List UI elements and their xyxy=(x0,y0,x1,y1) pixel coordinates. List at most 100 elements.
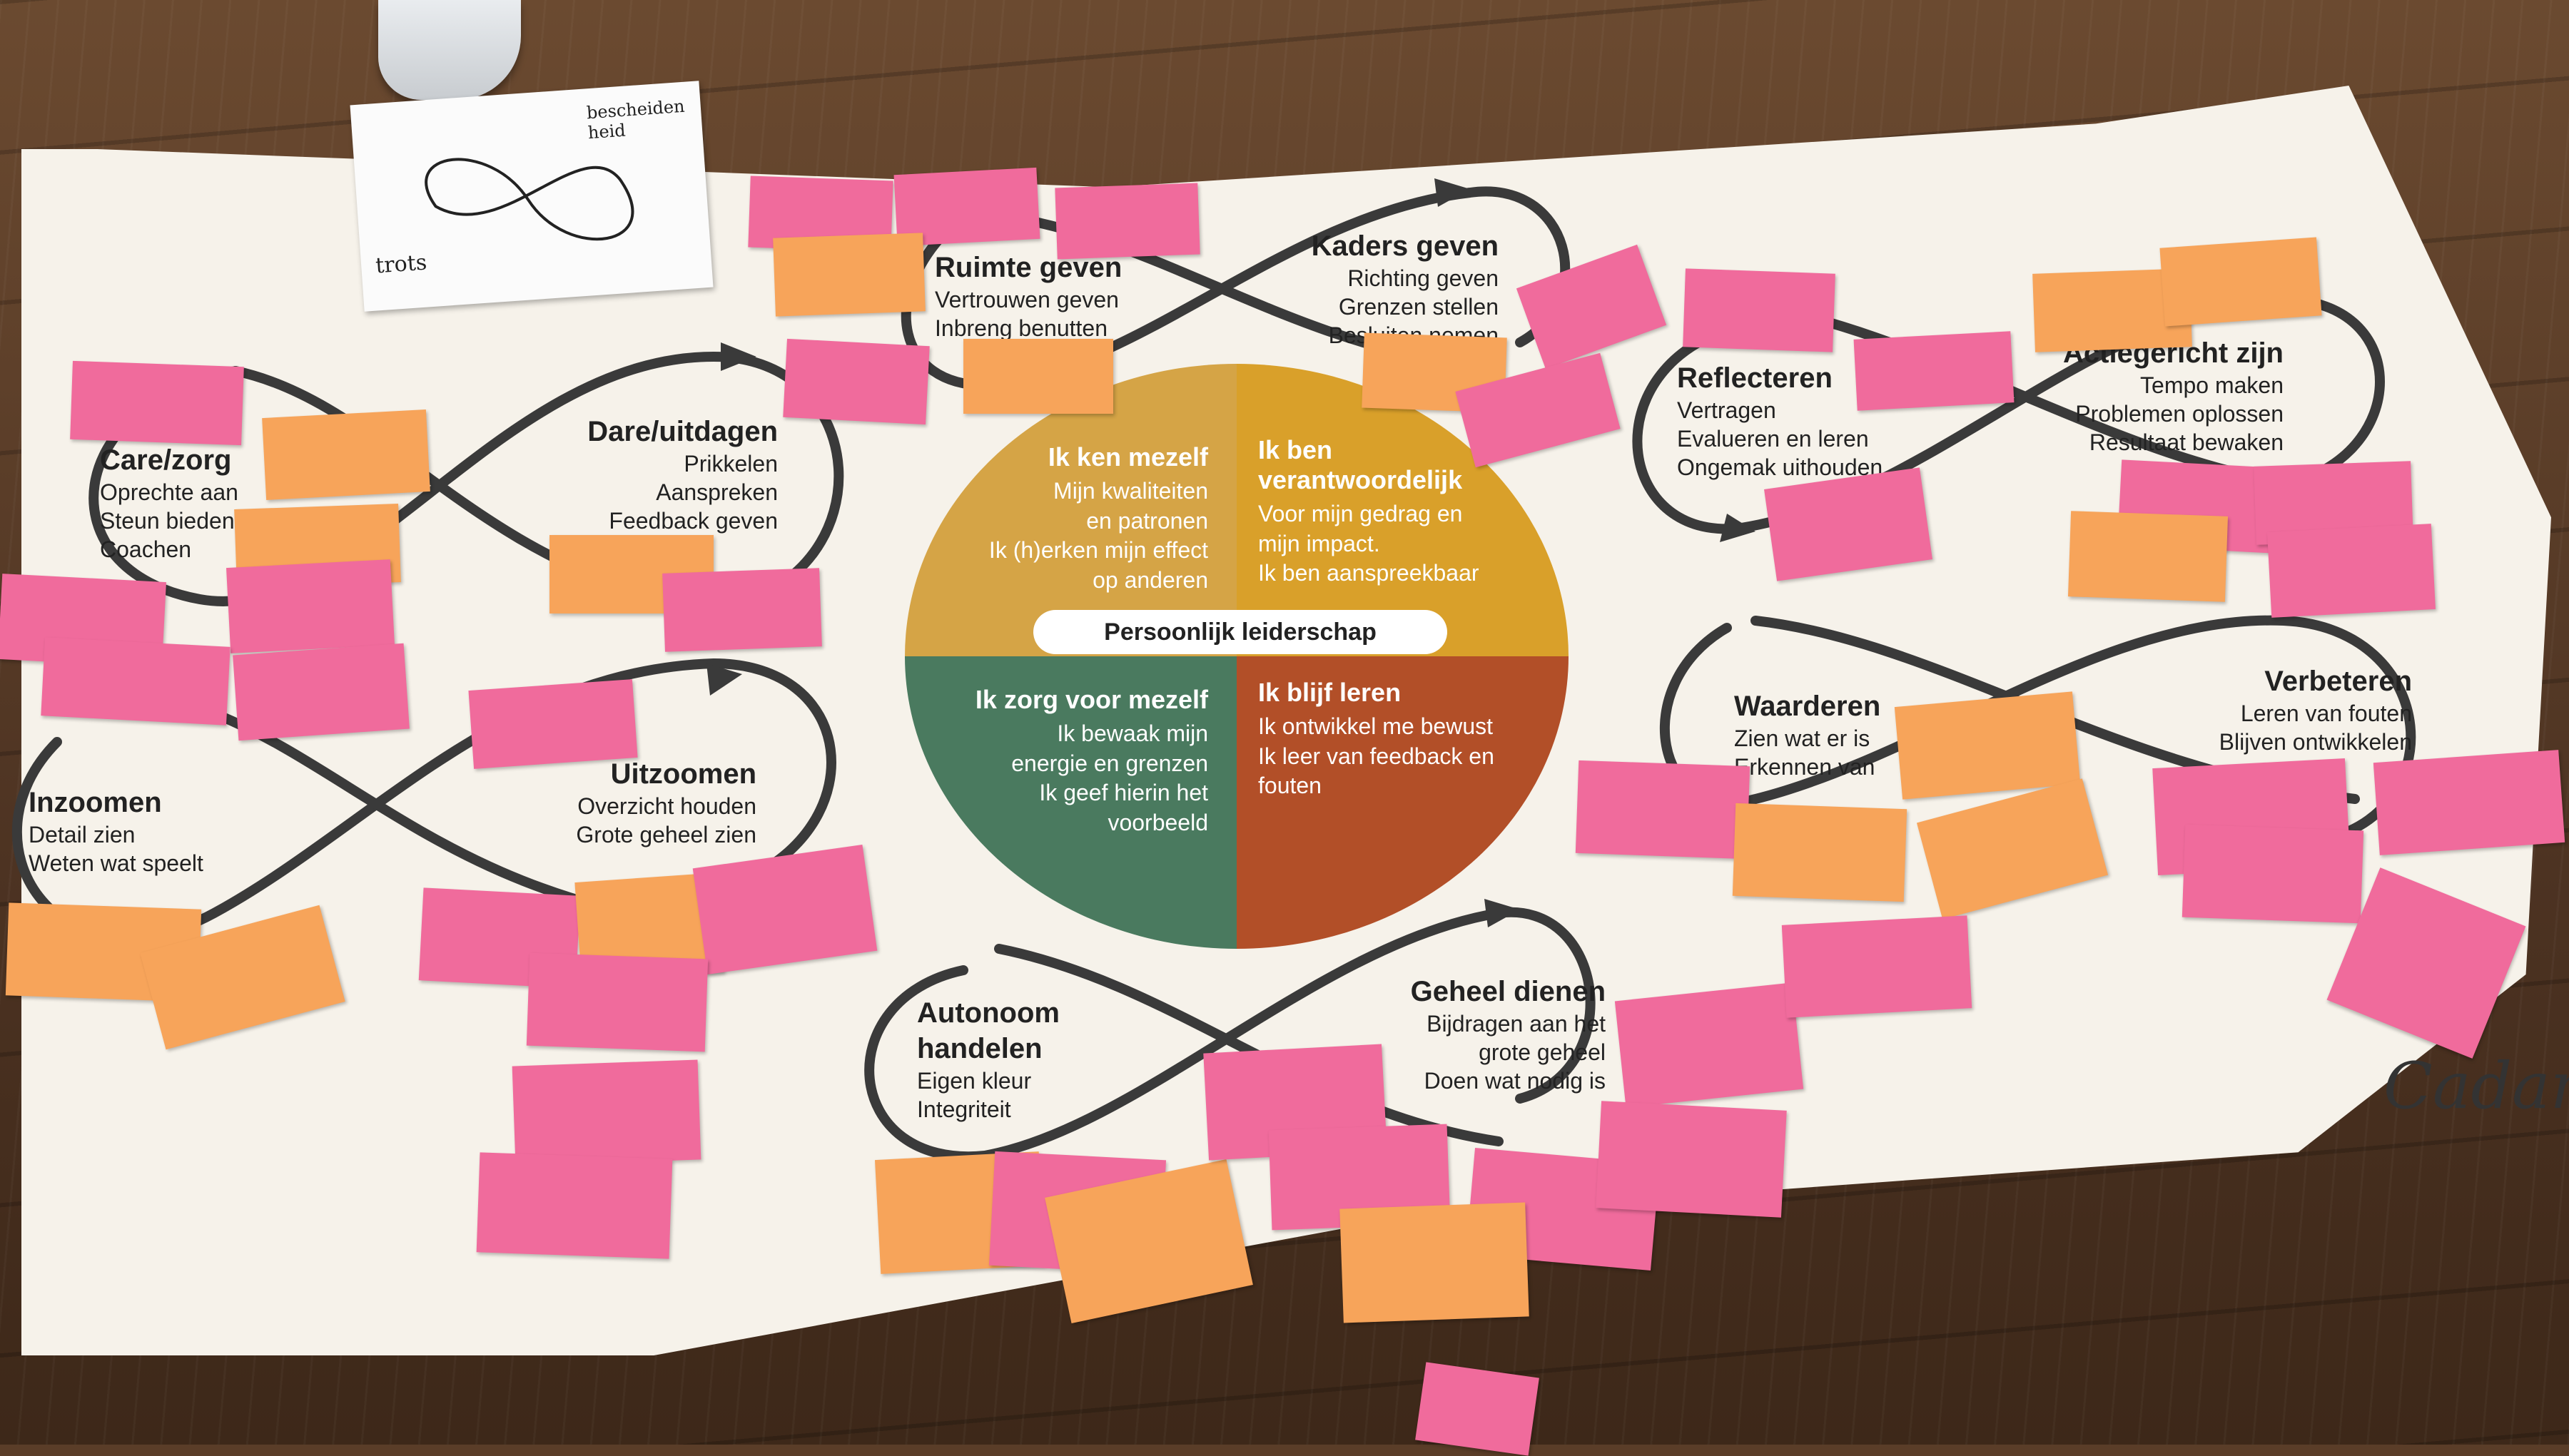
label-title: Waarderen xyxy=(1734,691,1881,722)
label-title: Inzoomen xyxy=(29,787,162,818)
label-line: Erkennen van xyxy=(1734,754,1875,780)
label-uitzoomen: Uitzoomen Overzicht houden Grote geheel … xyxy=(528,756,756,849)
quadrant-line: Ik leer van feedback en xyxy=(1258,743,1494,769)
quadrant-title: Ik zorg voor mezelf xyxy=(975,685,1208,714)
label-line: Oprechte aan xyxy=(100,479,238,505)
paper-note: trots bescheiden heid xyxy=(350,81,714,312)
quadrant-line: Ik bewaak mijn xyxy=(1057,721,1208,746)
sticky-note xyxy=(226,559,395,653)
label-line: Zien wat er is xyxy=(1734,726,1870,751)
sticky-note xyxy=(662,568,822,652)
quadrant-title: Ik ben verantwoordelijk xyxy=(1258,435,1463,494)
sticky-note xyxy=(1596,1101,1787,1218)
label-line: Bijdragen aan het xyxy=(1427,1011,1606,1037)
sticky-note xyxy=(1781,915,1972,1018)
label-line: Vertrouwen geven xyxy=(935,287,1119,312)
sticky-note xyxy=(476,1152,673,1259)
shoe xyxy=(378,0,521,100)
sticky-note xyxy=(1575,760,1750,860)
label-geheel: Geheel dienen Bijdragen aan het grote ge… xyxy=(1356,974,1606,1095)
quadrant-line: voorbeeld xyxy=(1108,809,1208,835)
label-care: Care/zorg Oprechte aan Steun bieden Coac… xyxy=(100,442,238,564)
sticky-note xyxy=(783,338,930,425)
label-line: Tempo maken xyxy=(2140,372,2284,398)
label-line: Doen wat nodig is xyxy=(1424,1068,1606,1094)
quadrant-line: en patronen xyxy=(1086,507,1208,534)
quadrant-line: Ik (h)erken mijn effect xyxy=(988,537,1208,564)
label-line: Eigen kleur xyxy=(917,1068,1032,1094)
label-line: Ongemak uithouden xyxy=(1677,454,1883,480)
label-title: Dare/uitdagen xyxy=(587,416,778,447)
label-title: Kaders geven xyxy=(1311,230,1499,262)
quadrant-line: Ik geef hierin het xyxy=(1039,780,1208,806)
label-line: Detail zien xyxy=(29,822,136,847)
label-kaders: Kaders geven Richting geven Grenzen stel… xyxy=(1277,228,1499,350)
quadrant-line: op anderen xyxy=(1093,566,1208,593)
label-line: Prikkelen xyxy=(684,451,778,477)
sticky-note xyxy=(1415,1362,1539,1456)
sticky-note xyxy=(1339,1202,1529,1323)
sticky-note xyxy=(468,679,638,769)
sticky-note xyxy=(2067,511,2229,602)
label-actie: Actiegericht zijn Tempo maken Problemen … xyxy=(2041,335,2284,457)
sticky-note xyxy=(2159,237,2322,327)
label-line: Coachen xyxy=(100,536,192,562)
sticky-note xyxy=(2182,824,2364,924)
sticky-note xyxy=(1614,982,1804,1108)
label-line: Integriteit xyxy=(917,1096,1011,1122)
label-waarderen: Waarderen Zien wat er is Erkennen van xyxy=(1734,688,1880,781)
quadrant-line: Ik ben aanspreekbaar xyxy=(1258,560,1479,586)
label-line: grote geheel xyxy=(1479,1039,1606,1065)
label-line: Grote geheel zien xyxy=(576,822,756,847)
label-line: Weten wat speelt xyxy=(29,850,203,876)
label-title: Verbeteren xyxy=(2264,666,2412,697)
label-line: Inbreng benutten xyxy=(935,315,1108,341)
sticky-note xyxy=(526,952,709,1052)
sticky-note xyxy=(1683,268,1835,352)
sticky-note xyxy=(2267,524,2436,618)
label-line: Grenzen stellen xyxy=(1338,294,1499,320)
sticky-note xyxy=(2373,750,2565,855)
sticky-note xyxy=(233,643,410,741)
quadrant-line: energie en grenzen xyxy=(1011,750,1208,776)
label-line: Vertragen xyxy=(1677,397,1776,423)
label-dare: Dare/uitdagen Prikkelen Aanspreken Feedb… xyxy=(557,414,778,535)
quadrant-title: Ik blijf leren xyxy=(1258,678,1402,707)
sticky-note xyxy=(963,339,1113,414)
label-inzoomen: Inzoomen Detail zien Weten wat speelt xyxy=(29,785,203,877)
label-title: Care/zorg xyxy=(100,444,232,476)
label-line: Steun bieden xyxy=(100,508,235,534)
label-line: Resultaat bewaken xyxy=(2089,429,2284,455)
sticky-note xyxy=(512,1059,701,1166)
quadrant-line: mijn impact. xyxy=(1258,530,1380,556)
quadrant-blijf-leren: Ik blijf leren Ik ontwikkel me bewust Ik… xyxy=(1237,656,1569,949)
label-line: Blijven ontwikkelen xyxy=(2219,729,2412,755)
label-line: Aanspreken xyxy=(656,479,778,505)
label-title: Uitzoomen xyxy=(610,758,756,790)
note-right-text: bescheiden heid xyxy=(586,96,686,143)
label-line: Feedback geven xyxy=(609,508,778,534)
quadrant-line: Ik ontwikkel me bewust xyxy=(1258,713,1494,739)
sticky-note xyxy=(70,360,244,446)
quadrant-line: Voor mijn gedrag en xyxy=(1258,501,1463,526)
label-title: Reflecteren xyxy=(1677,362,1833,394)
sticky-note xyxy=(262,409,430,500)
label-line: Richting geven xyxy=(1347,265,1499,291)
note-left-text: trots xyxy=(375,250,428,279)
leadership-circle: Ik ken mezelf Mijn kwaliteiten en patron… xyxy=(905,364,1569,949)
label-verbeteren: Verbeteren Leren van fouten Blijven ontw… xyxy=(2169,663,2412,756)
label-line: Evalueren en leren xyxy=(1677,426,1869,452)
infinity-drawing xyxy=(425,158,634,241)
label-line: Overzicht houden xyxy=(577,793,756,819)
label-line: Problemen oplossen xyxy=(2075,401,2284,427)
cadans-logo: Cadans xyxy=(2383,1049,2569,1124)
quadrant-line: fouten xyxy=(1258,773,1322,799)
quadrant-zorg-voor-mezelf: Ik zorg voor mezelf Ik bewaak mijn energ… xyxy=(905,656,1237,949)
sticky-note xyxy=(1853,331,2015,411)
label-title: Autonoom handelen xyxy=(917,997,1060,1064)
label-autonoom: Autonoom handelen Eigen kleur Integritei… xyxy=(917,995,1103,1124)
sticky-note xyxy=(1732,803,1907,902)
label-title: Geheel dienen xyxy=(1410,976,1606,1007)
center-title: Persoonlijk leiderschap xyxy=(1033,610,1447,654)
quadrant-line: Mijn kwaliteiten xyxy=(1053,478,1208,504)
